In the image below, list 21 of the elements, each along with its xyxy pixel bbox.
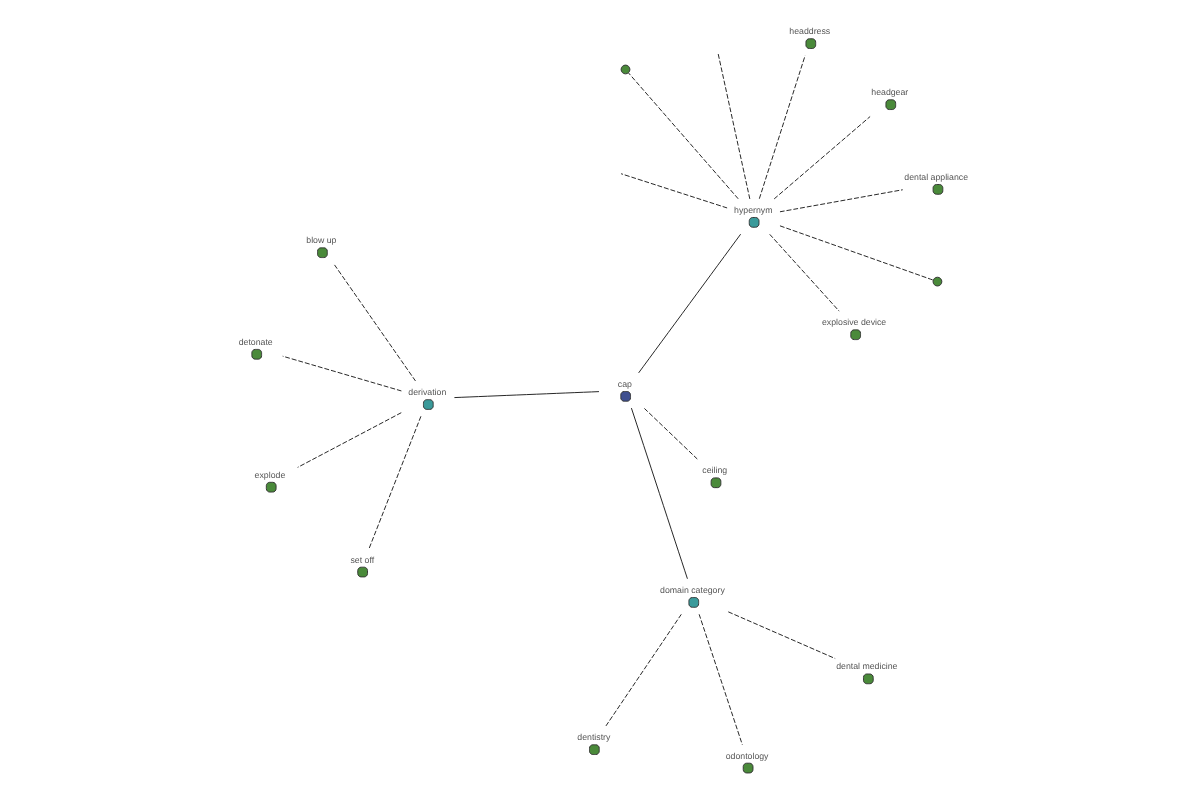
connector: [772, 116, 870, 200]
connector: [296, 412, 401, 468]
node-circle: [931, 276, 942, 287]
connector: [367, 415, 421, 550]
connector: [627, 72, 738, 200]
connector: [452, 391, 599, 399]
connector: [642, 407, 697, 460]
connector: [637, 233, 741, 374]
connector: [332, 263, 415, 382]
connector: [697, 613, 742, 746]
connector: [281, 355, 401, 392]
connector: [778, 189, 903, 213]
node-circle: [619, 64, 630, 75]
connector: [716, 53, 750, 200]
connector: [619, 173, 727, 209]
connector: [757, 55, 805, 200]
connector: [778, 225, 933, 281]
connector: [604, 613, 681, 727]
connector: [768, 233, 839, 312]
connector: [629, 407, 687, 580]
connector: [726, 611, 835, 659]
